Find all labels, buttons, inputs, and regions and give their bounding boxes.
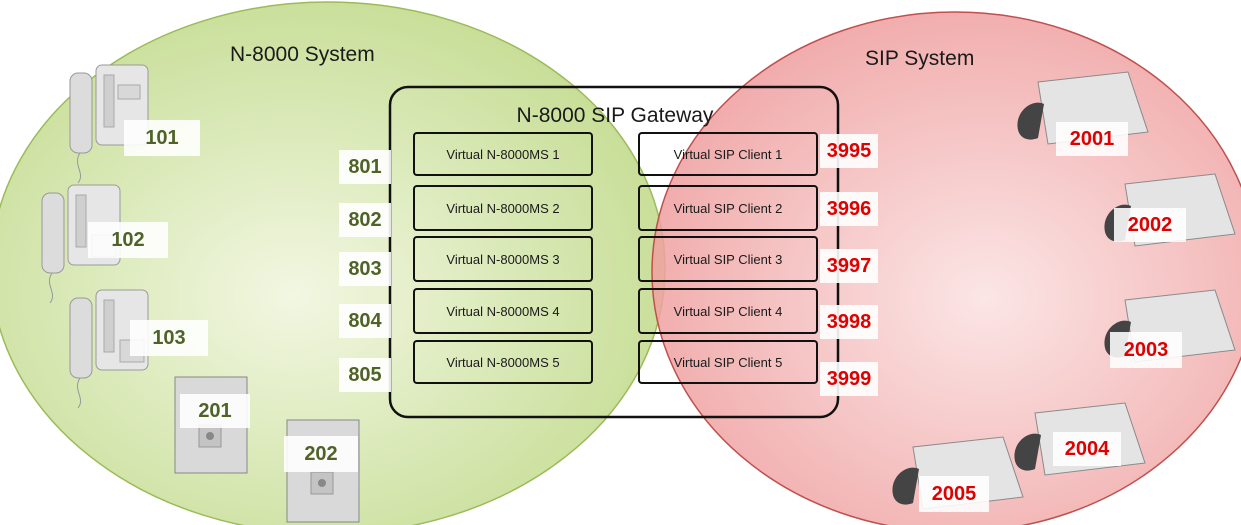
virtual-sip-client-box: Virtual SIP Client 3: [638, 236, 818, 282]
sip-number-label: 3995: [820, 134, 878, 168]
sip-number-label: 3999: [820, 362, 878, 396]
virtual-sip-client-box: Virtual SIP Client 1: [638, 132, 818, 176]
n-number-label: 803: [339, 252, 391, 286]
sip-phone-label-2003: 2003: [1110, 332, 1182, 368]
sip-phone-label-2004: 2004: [1053, 432, 1121, 466]
station-label-102: 102: [88, 222, 168, 258]
station-label-201: 201: [180, 394, 250, 428]
sip-phone-label-2002: 2002: [1114, 208, 1186, 242]
n8000-system-title: N-8000 System: [230, 43, 375, 66]
n-number-label: 801: [339, 150, 391, 184]
virtual-sip-client-box: Virtual SIP Client 2: [638, 185, 818, 231]
station-label-101: 101: [124, 120, 200, 156]
sip-number-label: 3997: [820, 249, 878, 283]
sip-number-label: 3998: [820, 305, 878, 339]
virtual-n8000ms-box: Virtual N-8000MS 3: [413, 236, 593, 282]
station-label-103: 103: [130, 320, 208, 356]
n-number-label: 802: [339, 203, 391, 237]
gateway-title: N-8000 SIP Gateway: [516, 104, 714, 127]
virtual-n8000ms-box: Virtual N-8000MS 2: [413, 185, 593, 231]
virtual-n8000ms-box: Virtual N-8000MS 5: [413, 340, 593, 384]
virtual-n8000ms-box: Virtual N-8000MS 1: [413, 132, 593, 176]
sip-phone-label-2001: 2001: [1056, 122, 1128, 156]
virtual-sip-client-box: Virtual SIP Client 5: [638, 340, 818, 384]
sip-phone-label-2005: 2005: [919, 476, 989, 512]
n-number-label: 804: [339, 304, 391, 338]
virtual-sip-client-box: Virtual SIP Client 4: [638, 288, 818, 334]
sip-number-label: 3996: [820, 192, 878, 226]
n-number-label: 805: [339, 358, 391, 392]
station-label-202: 202: [284, 436, 358, 472]
sip-system-title: SIP System: [865, 47, 975, 70]
virtual-n8000ms-box: Virtual N-8000MS 4: [413, 288, 593, 334]
desk-phone-icon: [69, 64, 149, 184]
